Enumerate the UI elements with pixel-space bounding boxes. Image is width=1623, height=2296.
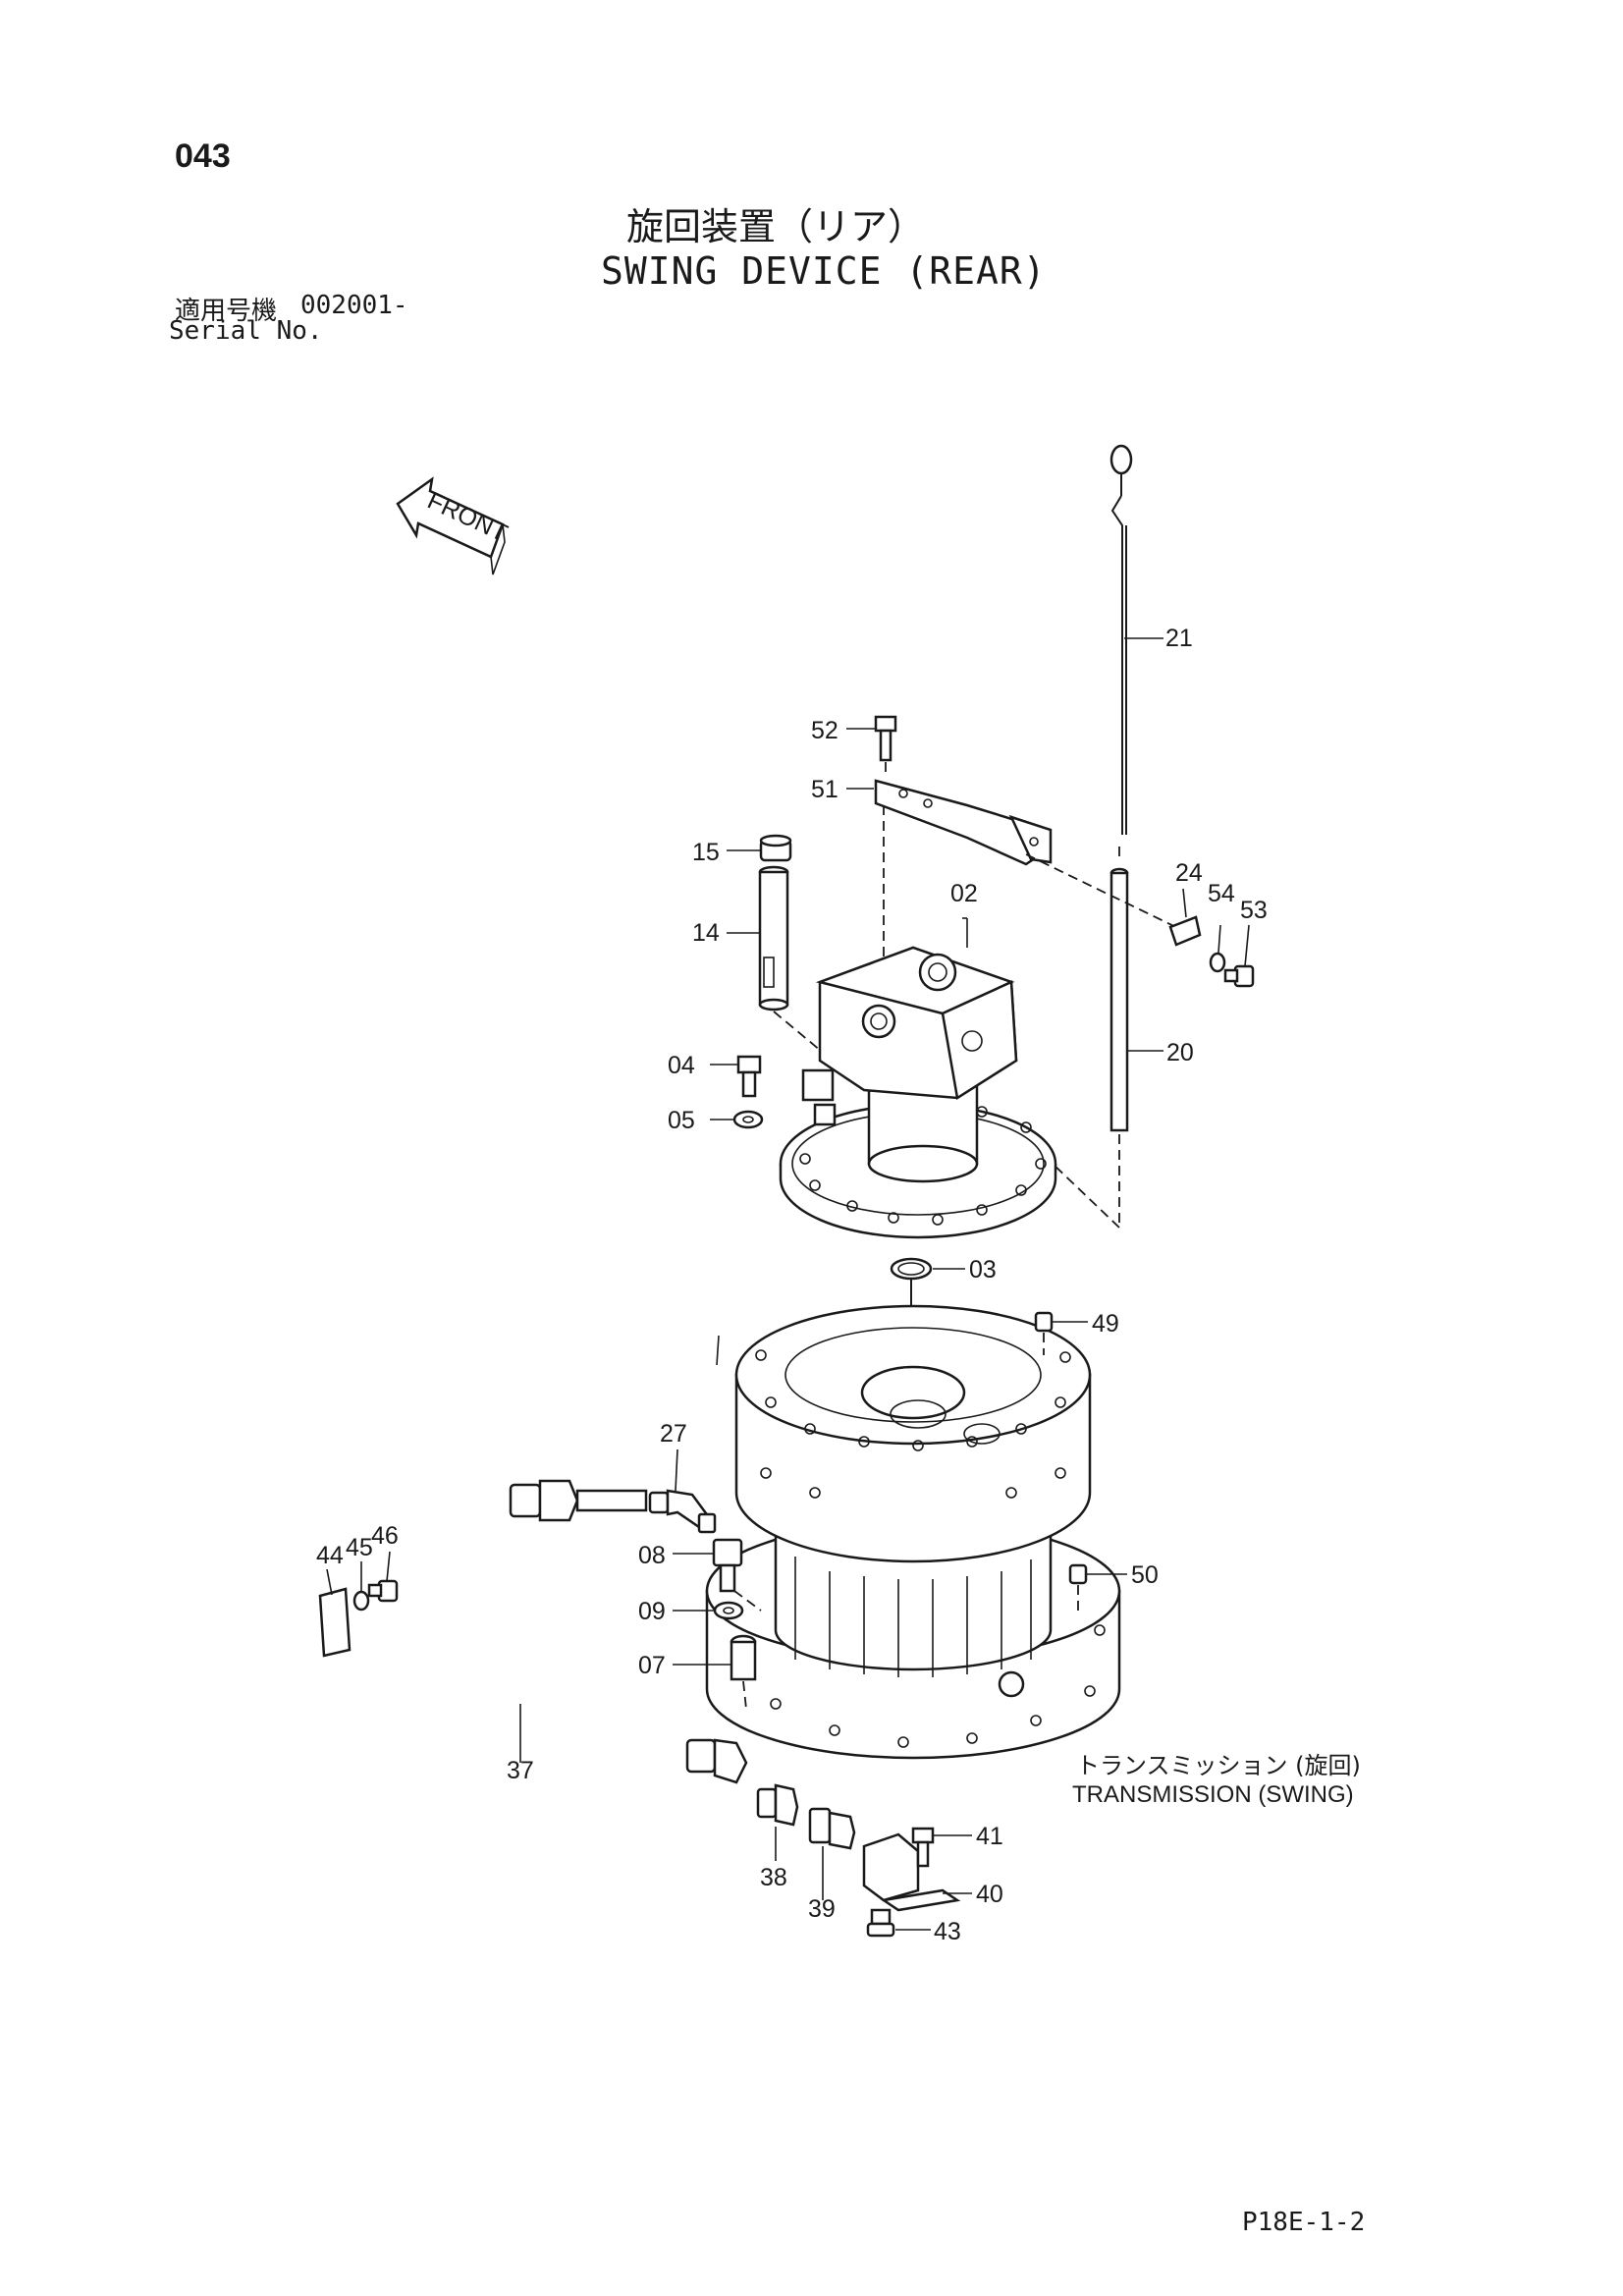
callout-41: 41 bbox=[976, 1823, 1003, 1850]
title-japanese: 旋回装置（リア） bbox=[626, 205, 926, 248]
callout-53: 53 bbox=[1240, 897, 1268, 924]
serial-label-japanese: 適用号機 bbox=[175, 297, 278, 326]
washer-54 bbox=[1209, 924, 1226, 973]
bolt-04 bbox=[710, 1055, 762, 1098]
callout-43: 43 bbox=[934, 1918, 961, 1945]
adapter-38 bbox=[756, 1783, 799, 1861]
adapter-39 bbox=[808, 1807, 856, 1900]
callout-54: 54 bbox=[1208, 880, 1235, 907]
callout-08: 08 bbox=[638, 1542, 666, 1569]
bracket-51 bbox=[874, 779, 1189, 972]
callout-05: 05 bbox=[668, 1107, 695, 1134]
clamp-44 bbox=[318, 1568, 352, 1658]
figure-code: P18E-1-2 bbox=[1242, 2208, 1366, 2237]
bolt-52 bbox=[874, 715, 897, 778]
callout-04: 04 bbox=[668, 1052, 695, 1079]
bolt-46 bbox=[367, 1551, 399, 1603]
washer-45 bbox=[352, 1561, 370, 1612]
callout-39: 39 bbox=[808, 1895, 836, 1923]
front-arrow-icon: FRONT bbox=[396, 476, 512, 575]
washer-05 bbox=[710, 1110, 764, 1129]
callout-45: 45 bbox=[346, 1534, 373, 1561]
washer-09 bbox=[673, 1601, 744, 1620]
title-english: SWING DEVICE (REAR) bbox=[601, 249, 1047, 293]
page-number: 043 bbox=[175, 137, 231, 175]
pin-07 bbox=[673, 1634, 757, 1710]
plug-43 bbox=[866, 1908, 931, 1938]
callout-44: 44 bbox=[316, 1542, 344, 1569]
transmission-label-japanese: トランスミッション (旋回) bbox=[1076, 1752, 1361, 1779]
serial-label-english: Serial No. bbox=[169, 316, 323, 346]
bolt-41 bbox=[911, 1827, 972, 1868]
callout-20: 20 bbox=[1166, 1039, 1194, 1066]
cap-15 bbox=[759, 834, 792, 862]
pipe-14 bbox=[758, 865, 845, 1071]
callout-50: 50 bbox=[1131, 1561, 1159, 1589]
callout-52: 52 bbox=[811, 717, 839, 744]
plug-50 bbox=[1068, 1563, 1127, 1611]
callout-07: 07 bbox=[638, 1652, 666, 1679]
callout-37: 37 bbox=[507, 1757, 534, 1784]
callout-40: 40 bbox=[976, 1881, 1003, 1908]
plug-49 bbox=[1034, 1311, 1088, 1355]
elbow-27 bbox=[648, 1449, 717, 1534]
dipstick-21 bbox=[1109, 444, 1163, 835]
transmission-housing bbox=[705, 1304, 1121, 1760]
callout-14: 14 bbox=[692, 919, 720, 947]
callout-27: 27 bbox=[660, 1420, 687, 1448]
callout-49: 49 bbox=[1092, 1310, 1119, 1338]
callout-15: 15 bbox=[692, 839, 720, 866]
callout-02: 02 bbox=[950, 880, 978, 907]
transmission-label-english: TRANSMISSION (SWING) bbox=[1072, 1781, 1354, 1808]
hose-37 bbox=[254, 1479, 748, 1784]
callout-24: 24 bbox=[1175, 859, 1203, 887]
callout-38: 38 bbox=[760, 1864, 787, 1891]
clip-24 bbox=[1168, 888, 1202, 947]
callout-03: 03 bbox=[969, 1256, 997, 1284]
leader-lines bbox=[716, 728, 876, 1366]
callouts: 21 52 51 15 02 24 54 53 14 20 04 05 03 4… bbox=[316, 625, 1268, 1945]
bolt-08 bbox=[673, 1538, 762, 1612]
callout-21: 21 bbox=[1165, 625, 1193, 652]
bolt-53 bbox=[1223, 924, 1255, 988]
callout-09: 09 bbox=[638, 1598, 666, 1625]
block-40 bbox=[862, 1832, 972, 1912]
callout-51: 51 bbox=[811, 776, 839, 803]
callout-46: 46 bbox=[371, 1522, 399, 1550]
swing-motor-02 bbox=[779, 917, 1057, 1239]
serial-value: 002001- bbox=[300, 291, 408, 320]
